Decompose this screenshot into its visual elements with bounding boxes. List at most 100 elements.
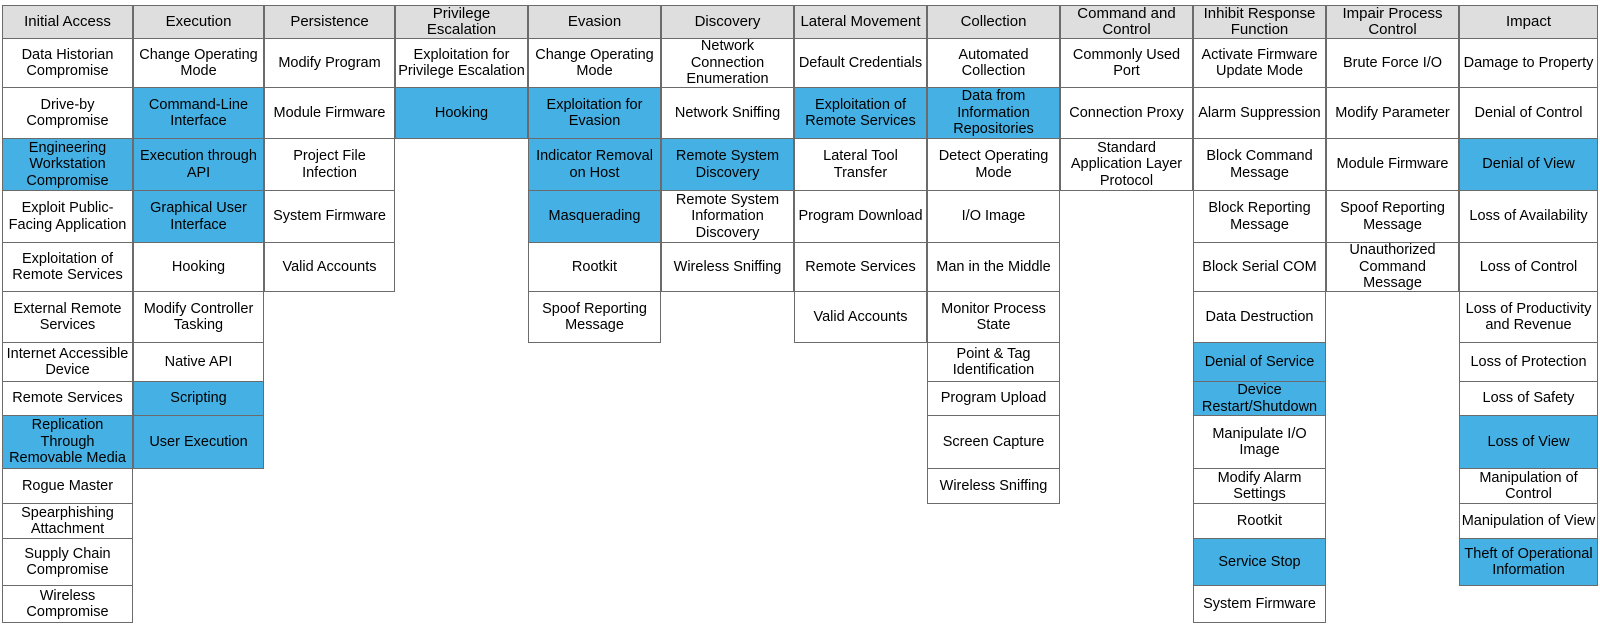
technique-cell-rogue-master: Rogue Master — [2, 468, 133, 504]
technique-cell-detect-operating-mode: Detect Operating Mode — [927, 138, 1060, 191]
technique-cell-modify-program: Modify Program — [264, 38, 395, 88]
tactic-header-privilege-escalation: Privilege Escalation — [395, 5, 528, 39]
technique-cell-service-stop: Service Stop — [1193, 538, 1326, 586]
technique-cell-masquerading: Masquerading — [528, 190, 661, 243]
technique-cell-spoof-reporting-message: Spoof Reporting Message — [528, 291, 661, 343]
technique-cell-rootkit: Rootkit — [528, 242, 661, 292]
tactic-header-collection: Collection — [927, 5, 1060, 39]
tactic-header-impact: Impact — [1459, 5, 1598, 39]
technique-cell-command-line-interface: Command-Line Interface — [133, 87, 264, 139]
technique-cell-loss-of-view: Loss of View — [1459, 415, 1598, 469]
technique-cell-valid-accounts: Valid Accounts — [794, 291, 927, 343]
technique-cell-modify-controller-tasking: Modify Controller Tasking — [133, 291, 264, 343]
technique-cell-wireless-sniffing: Wireless Sniffing — [661, 242, 794, 292]
technique-cell-native-api: Native API — [133, 342, 264, 382]
technique-cell-exploitation-of-remote-services: Exploitation of Remote Services — [794, 87, 927, 139]
technique-cell-engineering-workstation-compromise: Engineering Workstation Compromise — [2, 138, 133, 191]
technique-cell-loss-of-availability: Loss of Availability — [1459, 190, 1598, 243]
technique-cell-device-restart-shutdown: Device Restart/Shutdown — [1193, 381, 1326, 416]
technique-cell-system-firmware: System Firmware — [264, 190, 395, 243]
technique-cell-graphical-user-interface: Graphical User Interface — [133, 190, 264, 243]
technique-cell-remote-system-discovery: Remote System Discovery — [661, 138, 794, 191]
technique-cell-automated-collection: Automated Collection — [927, 38, 1060, 88]
tactic-header-lateral-movement: Lateral Movement — [794, 5, 927, 39]
technique-cell-commonly-used-port: Commonly Used Port — [1060, 38, 1193, 88]
technique-cell-exploitation-for-evasion: Exploitation for Evasion — [528, 87, 661, 139]
technique-cell-system-firmware: System Firmware — [1193, 585, 1326, 623]
technique-cell-unauthorized-command-message: Unauthorized Command Message — [1326, 242, 1459, 292]
technique-cell-monitor-process-state: Monitor Process State — [927, 291, 1060, 343]
technique-cell-scripting: Scripting — [133, 381, 264, 416]
technique-cell-exploitation-for-privilege-escalation: Exploitation for Privilege Escalation — [395, 38, 528, 88]
technique-cell-block-reporting-message: Block Reporting Message — [1193, 190, 1326, 243]
technique-cell-denial-of-control: Denial of Control — [1459, 87, 1598, 139]
technique-cell-hooking: Hooking — [133, 242, 264, 292]
technique-cell-exploit-public-facing-application: Exploit Public-Facing Application — [2, 190, 133, 243]
technique-cell-alarm-suppression: Alarm Suppression — [1193, 87, 1326, 139]
tactic-header-evasion: Evasion — [528, 5, 661, 39]
technique-cell-standard-application-layer-protocol: Standard Application Layer Protocol — [1060, 138, 1193, 191]
technique-cell-program-download: Program Download — [794, 190, 927, 243]
technique-cell-data-from-information-repositories: Data from Information Repositories — [927, 87, 1060, 139]
technique-cell-denial-of-service: Denial of Service — [1193, 342, 1326, 382]
technique-cell-block-serial-com: Block Serial COM — [1193, 242, 1326, 292]
technique-cell-loss-of-protection: Loss of Protection — [1459, 342, 1598, 382]
tactic-header-persistence: Persistence — [264, 5, 395, 39]
technique-cell-module-firmware: Module Firmware — [1326, 138, 1459, 191]
technique-cell-data-historian-compromise: Data Historian Compromise — [2, 38, 133, 88]
tactic-header-execution: Execution — [133, 5, 264, 39]
technique-cell-rootkit: Rootkit — [1193, 503, 1326, 539]
technique-cell-user-execution: User Execution — [133, 415, 264, 469]
technique-cell-damage-to-property: Damage to Property — [1459, 38, 1598, 88]
technique-cell-change-operating-mode: Change Operating Mode — [528, 38, 661, 88]
technique-cell-man-in-the-middle: Man in the Middle — [927, 242, 1060, 292]
technique-cell-screen-capture: Screen Capture — [927, 415, 1060, 469]
technique-cell-connection-proxy: Connection Proxy — [1060, 87, 1193, 139]
technique-cell-drive-by-compromise: Drive-by Compromise — [2, 87, 133, 139]
technique-cell-change-operating-mode: Change Operating Mode — [133, 38, 264, 88]
tactic-header-inhibit-response-function: Inhibit Response Function — [1193, 5, 1326, 39]
technique-cell-block-command-message: Block Command Message — [1193, 138, 1326, 191]
technique-cell-remote-services: Remote Services — [2, 381, 133, 416]
technique-cell-spearphishing-attachment: Spearphishing Attachment — [2, 503, 133, 539]
technique-cell-manipulation-of-view: Manipulation of View — [1459, 503, 1598, 539]
technique-cell-internet-accessible-device: Internet Accessible Device — [2, 342, 133, 382]
tactic-header-impair-process-control: Impair Process Control — [1326, 5, 1459, 39]
tactic-header-command-and-control: Command and Control — [1060, 5, 1193, 39]
technique-cell-modify-parameter: Modify Parameter — [1326, 87, 1459, 139]
technique-cell-valid-accounts: Valid Accounts — [264, 242, 395, 292]
technique-cell-supply-chain-compromise: Supply Chain Compromise — [2, 538, 133, 586]
technique-cell-network-connection-enumeration: Network Connection Enumeration — [661, 38, 794, 88]
technique-cell-i-o-image: I/O Image — [927, 190, 1060, 243]
technique-cell-remote-system-information-discovery: Remote System Information Discovery — [661, 190, 794, 243]
technique-cell-loss-of-productivity-and-revenue: Loss of Productivity and Revenue — [1459, 291, 1598, 343]
technique-cell-manipulate-i-o-image: Manipulate I/O Image — [1193, 415, 1326, 469]
technique-cell-network-sniffing: Network Sniffing — [661, 87, 794, 139]
technique-cell-data-destruction: Data Destruction — [1193, 291, 1326, 343]
technique-cell-wireless-compromise: Wireless Compromise — [2, 585, 133, 623]
technique-cell-manipulation-of-control: Manipulation of Control — [1459, 468, 1598, 504]
technique-cell-activate-firmware-update-mode: Activate Firmware Update Mode — [1193, 38, 1326, 88]
technique-cell-replication-through-removable-media: Replication Through Removable Media — [2, 415, 133, 469]
technique-cell-spoof-reporting-message: Spoof Reporting Message — [1326, 190, 1459, 243]
technique-cell-remote-services: Remote Services — [794, 242, 927, 292]
technique-cell-hooking: Hooking — [395, 87, 528, 139]
technique-cell-external-remote-services: External Remote Services — [2, 291, 133, 343]
technique-cell-project-file-infection: Project File Infection — [264, 138, 395, 191]
technique-cell-denial-of-view: Denial of View — [1459, 138, 1598, 191]
technique-cell-modify-alarm-settings: Modify Alarm Settings — [1193, 468, 1326, 504]
technique-cell-default-credentials: Default Credentials — [794, 38, 927, 88]
technique-cell-execution-through-api: Execution through API — [133, 138, 264, 191]
technique-cell-indicator-removal-on-host: Indicator Removal on Host — [528, 138, 661, 191]
tactic-header-initial-access: Initial Access — [2, 5, 133, 39]
technique-cell-module-firmware: Module Firmware — [264, 87, 395, 139]
technique-cell-loss-of-safety: Loss of Safety — [1459, 381, 1598, 416]
technique-cell-point-tag-identification: Point & Tag Identification — [927, 342, 1060, 382]
technique-cell-brute-force-i-o: Brute Force I/O — [1326, 38, 1459, 88]
technique-cell-theft-of-operational-information: Theft of Operational Information — [1459, 538, 1598, 586]
technique-cell-exploitation-of-remote-services: Exploitation of Remote Services — [2, 242, 133, 292]
technique-cell-program-upload: Program Upload — [927, 381, 1060, 416]
technique-cell-loss-of-control: Loss of Control — [1459, 242, 1598, 292]
tactic-header-discovery: Discovery — [661, 5, 794, 39]
